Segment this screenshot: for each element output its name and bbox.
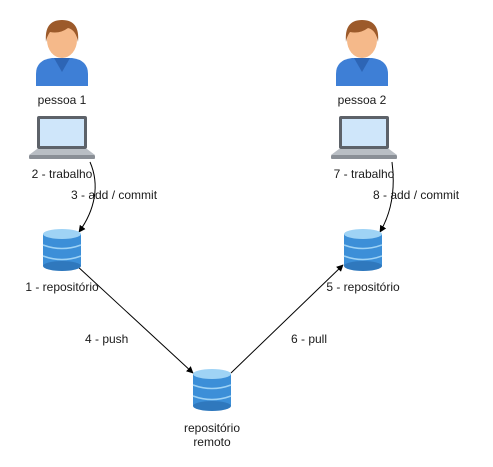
repository-5-label: 5 - repositório <box>326 280 400 294</box>
remote-repository-label-line1: repositório <box>183 421 241 435</box>
laptop-2-icon <box>331 116 397 159</box>
remote-repository-label-line2: remoto <box>193 435 231 449</box>
laptop-1-icon <box>29 116 95 159</box>
laptop-2-label: 7 - trabalho <box>333 167 395 181</box>
edge-pull <box>230 264 344 374</box>
edge-add-commit-2 <box>379 161 394 233</box>
edge-label-pull: 6 - pull <box>291 332 328 346</box>
person-1-icon <box>36 20 88 86</box>
repository-1-database-icon <box>42 229 82 271</box>
person-1-label: pessoa 1 <box>37 93 87 107</box>
edge-label-add-commit-2: 8 - add / commit <box>373 188 460 202</box>
person-2-label: pessoa 2 <box>337 93 387 107</box>
edge-label-add-commit-1: 3 - add / commit <box>71 188 158 202</box>
laptop-1-label: 2 - trabalho <box>31 167 93 181</box>
remote-repository-database-icon <box>192 369 232 411</box>
person-2-icon <box>336 20 388 86</box>
repository-1-label: 1 - repositório <box>25 280 99 294</box>
edge-add-commit-1 <box>78 161 96 233</box>
repository-5-database-icon <box>343 229 383 271</box>
edge-push <box>75 264 194 374</box>
edge-label-push: 4 - push <box>85 332 129 346</box>
